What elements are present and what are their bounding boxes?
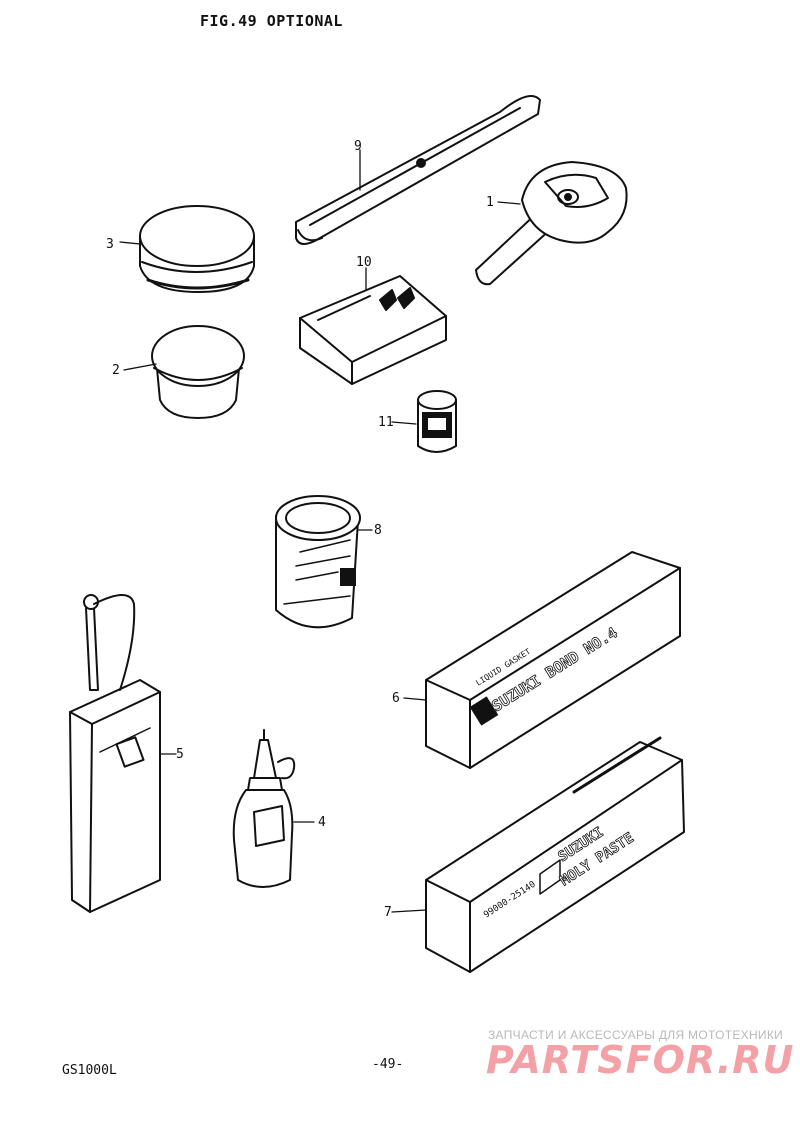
footer-model-code: GS1000L: [62, 1063, 117, 1078]
callout-numbers: 1 2 3 4 5 6 7 8 9 10 11: [106, 139, 494, 920]
part-4-oil-squeeze-bottle: [232, 729, 296, 888]
leader-lines: [119, 149, 521, 913]
part-8-paint-can: [275, 495, 361, 629]
part-7-moly-paste-box: [425, 736, 685, 973]
callout-5: 5: [176, 747, 184, 762]
part-10-small-box: [299, 275, 447, 385]
footer-page-number: -49-: [372, 1057, 404, 1072]
watermark-logo: PARTSFOR.RU: [486, 1038, 795, 1082]
part-2-grease-jar: [151, 325, 245, 419]
part-11-small-can: [417, 390, 457, 453]
watermark-tagline: ЗАПЧАСТИ И АКСЕССУАРЫ ДЛЯ МОТОТЕХНИКИ: [488, 1028, 784, 1042]
callout-7: 7: [384, 905, 392, 920]
callout-3: 3: [106, 237, 114, 252]
part-3-grease-tin: [139, 205, 255, 293]
figure-title: FIG.49 OPTIONAL: [200, 12, 343, 30]
callout-8: 8: [374, 523, 382, 538]
part-1-ignition-key: [475, 161, 628, 286]
callout-11: 11: [378, 415, 394, 430]
callout-6: 6: [392, 691, 400, 706]
callout-10: 10: [356, 255, 372, 270]
part-5-oil-canister: [69, 594, 161, 913]
part-9-tool-lever: [295, 95, 541, 245]
callout-2: 2: [112, 363, 120, 378]
part-6-bond-box: [425, 551, 681, 769]
callout-9: 9: [354, 139, 362, 154]
callout-1: 1: [486, 195, 494, 210]
callout-4: 4: [318, 815, 326, 830]
